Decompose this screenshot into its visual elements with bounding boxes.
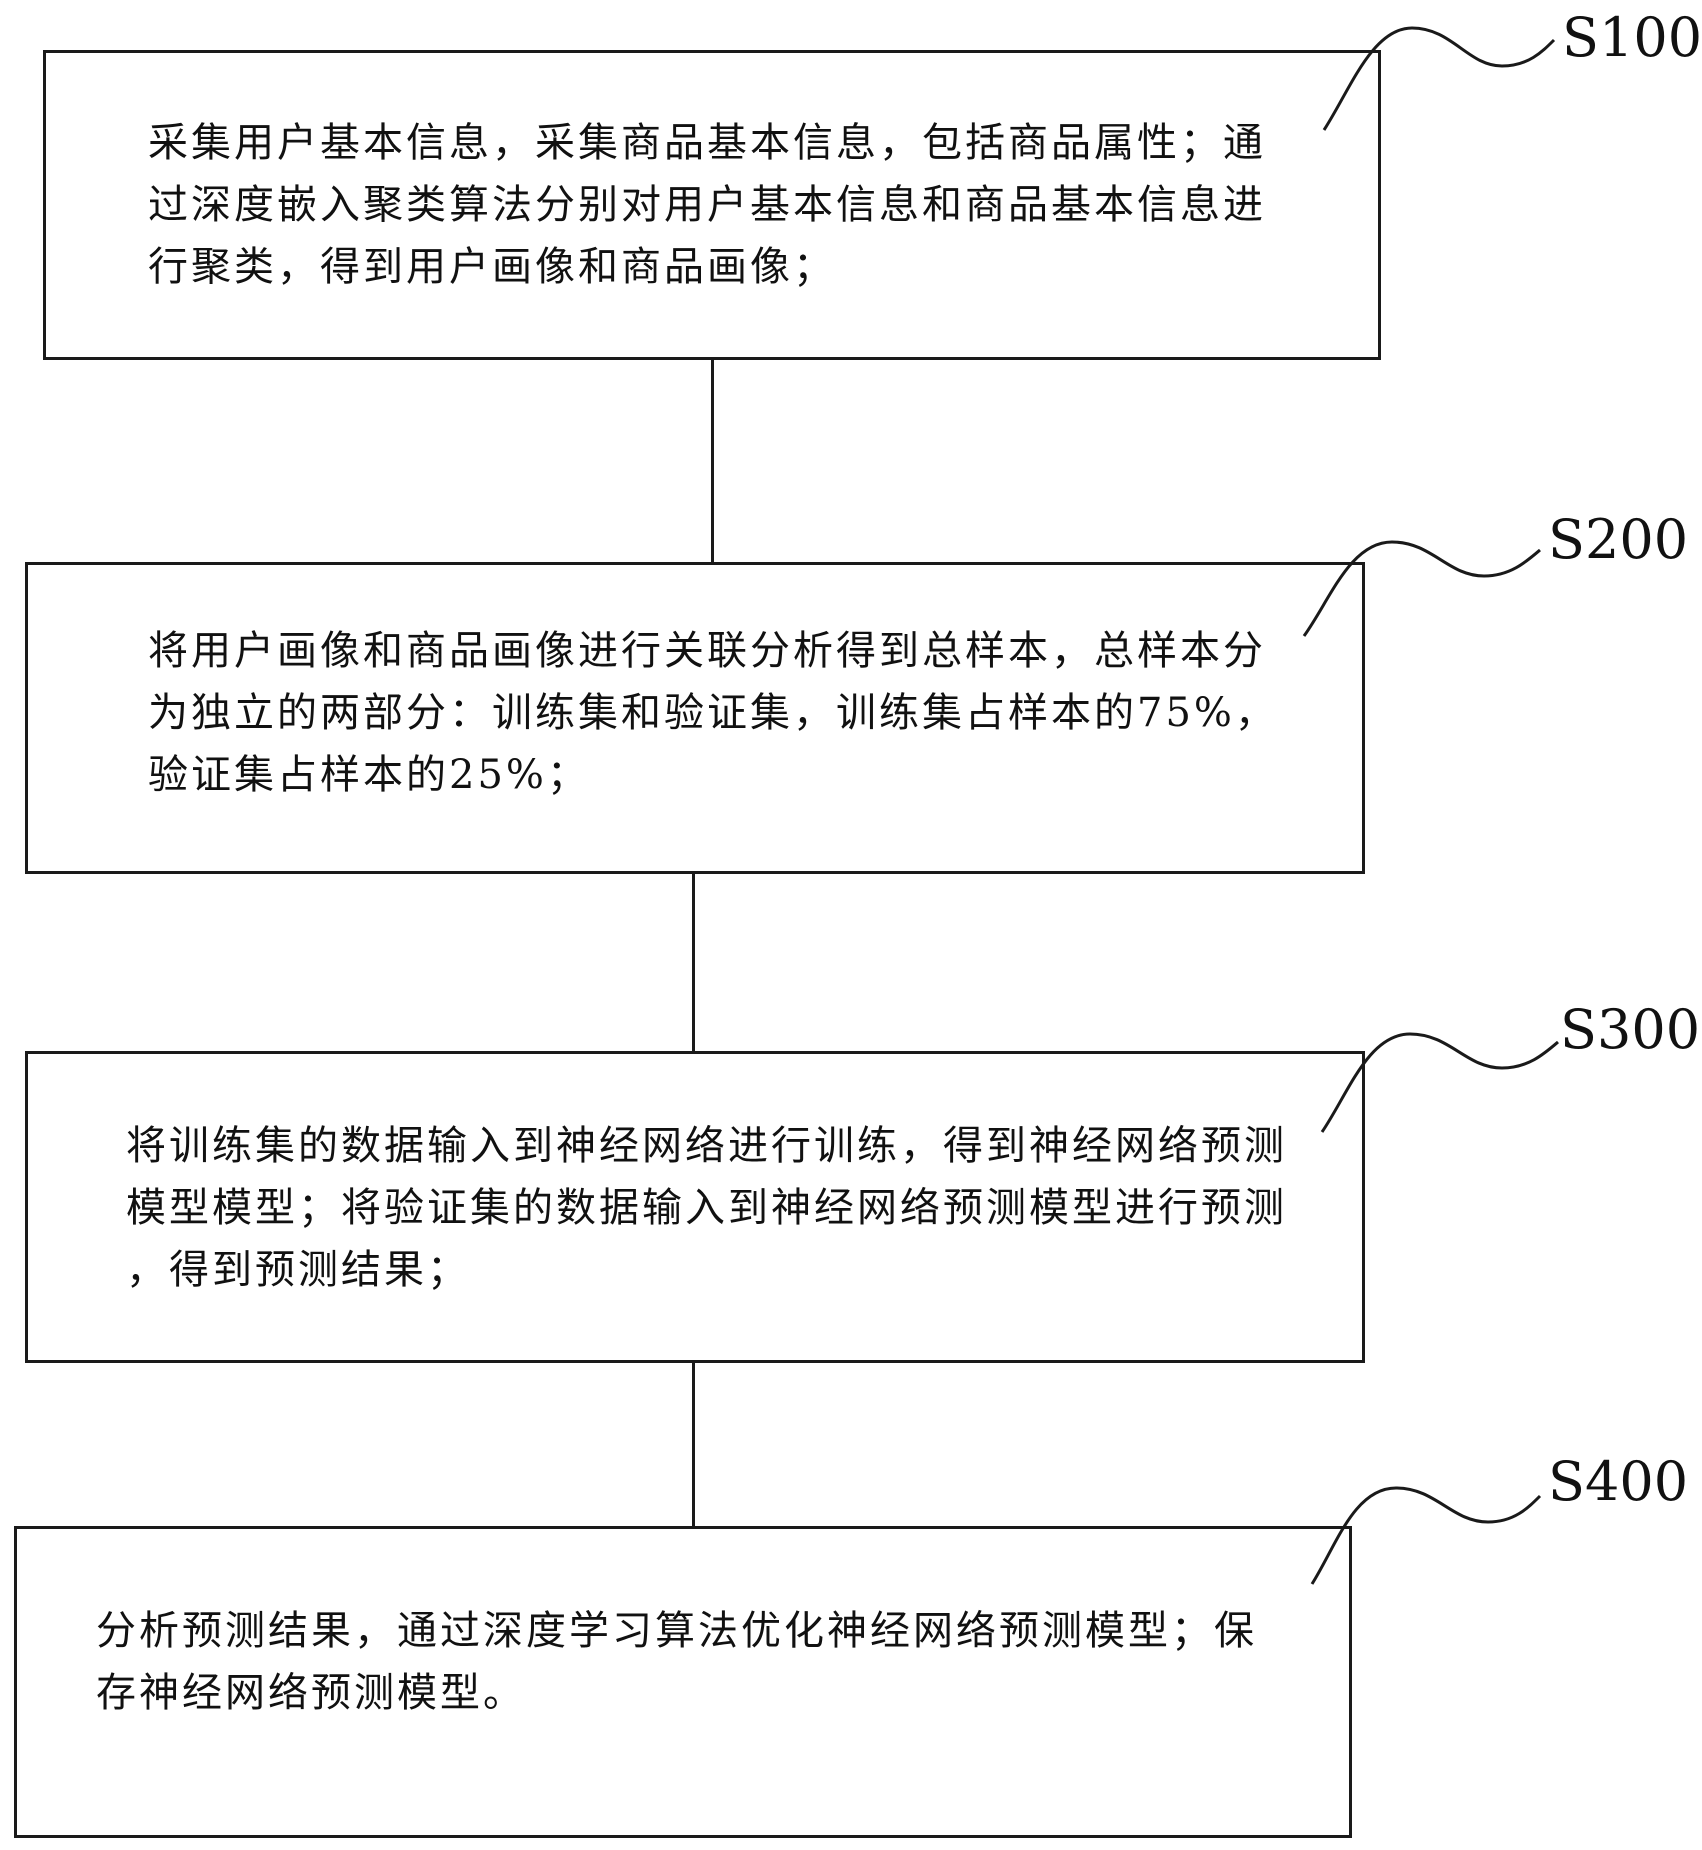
step-s100-label: S100 [1562, 6, 1702, 69]
leader-s400 [1310, 1486, 1542, 1585]
step-s300-line-1: 将训练集的数据输入到神经网络进行训练，得到神经网络预测 [126, 1123, 1287, 1169]
step-s400-box [14, 1526, 1352, 1838]
step-s400-line-1: 分析预测结果，通过深度学习算法优化神经网络预测模型；保 [96, 1608, 1257, 1654]
connector-s300-s400 [692, 1363, 695, 1526]
connector-s100-s200 [711, 360, 714, 563]
step-s300-box [25, 1051, 1365, 1363]
step-s100-line-1: 采集用户基本信息，采集商品基本信息，包括商品属性；通 [148, 120, 1266, 166]
step-s200-line-2: 为独立的两部分：训练集和验证集，训练集占样本的75%， [148, 690, 1278, 736]
leader-s100 [1322, 26, 1556, 131]
step-s100-line-2: 过深度嵌入聚类算法分别对用户基本信息和商品基本信息进 [148, 182, 1266, 228]
leader-s200 [1302, 540, 1541, 637]
step-s200-text: 将用户画像和商品画像进行关联分析得到总样本，总样本分为独立的两部分：训练集和验证… [148, 620, 1278, 806]
step-s300-text: 将训练集的数据输入到神经网络进行训练，得到神经网络预测模型模型；将验证集的数据输… [126, 1115, 1287, 1301]
connector-s200-s300 [692, 874, 695, 1052]
leader-s300 [1320, 1032, 1559, 1133]
step-s400-text: 分析预测结果，通过深度学习算法优化神经网络预测模型；保存神经网络预测模型。 [96, 1600, 1257, 1724]
step-s400-line-2: 存神经网络预测模型。 [96, 1670, 526, 1716]
step-s100-line-3: 行聚类，得到用户画像和商品画像； [148, 244, 836, 290]
step-s400-label: S400 [1548, 1450, 1689, 1513]
step-s300-line-2: 模型模型；将验证集的数据输入到神经网络预测模型进行预测 [126, 1185, 1287, 1231]
step-s300-label: S300 [1560, 998, 1701, 1061]
step-s200-line-3: 验证集占样本的25%； [148, 752, 590, 798]
step-s100-text: 采集用户基本信息，采集商品基本信息，包括商品属性；通过深度嵌入聚类算法分别对用户… [148, 112, 1266, 298]
step-s200-line-1: 将用户画像和商品画像进行关联分析得到总样本，总样本分 [148, 628, 1266, 674]
step-s100-box [43, 50, 1381, 360]
step-s300-line-3: ，得到预测结果； [126, 1247, 470, 1293]
step-s200-box [25, 562, 1365, 874]
step-s200-label: S200 [1548, 508, 1689, 571]
